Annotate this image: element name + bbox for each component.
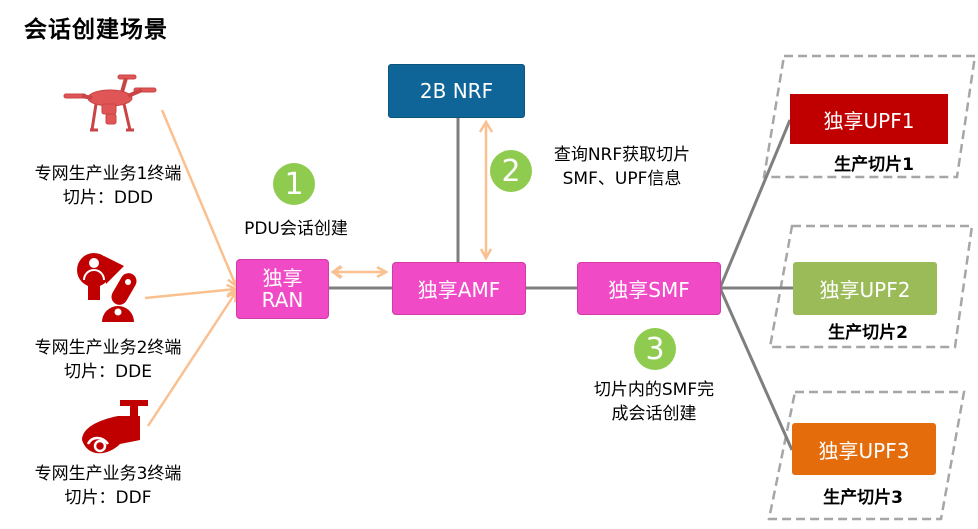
step-1-text: PDU会话创建 — [244, 219, 348, 239]
upf3-label: 独享UPF3 — [818, 438, 910, 463]
step-2-text-line2: SMF、UPF信息 — [562, 169, 682, 189]
upf3-node[interactable]: 独享UPF3 — [792, 423, 936, 475]
step-3-badge: 3 — [634, 328, 676, 370]
ran-node-line2: RAN — [261, 288, 304, 312]
link-smf-upf3 — [718, 287, 794, 451]
step-1-badge: 1 — [273, 163, 315, 205]
security-camera-icon — [78, 400, 148, 464]
step-3-text: 切片内的SMF完 成会话创建 — [566, 378, 742, 426]
amf-node-label: 独享AMF — [417, 278, 501, 302]
terminal-1-slice: 切片：DDD — [62, 188, 154, 208]
step-3-text-line2: 成会话创建 — [611, 404, 697, 424]
upf2-label: 独享UPF2 — [819, 278, 911, 302]
slice-1-boundary — [762, 54, 977, 179]
nrf-node[interactable]: 2B NRF — [388, 64, 525, 118]
terminal-2-slice: 切片：DDE — [64, 362, 152, 382]
slice-1-label: 生产切片1 — [834, 155, 914, 175]
nrf-node-label: 2B NRF — [419, 79, 494, 103]
arrow-head-ran — [330, 265, 342, 279]
ran-node-line1: 独享 — [262, 266, 303, 290]
amf-node[interactable]: 独享AMF — [392, 262, 526, 315]
robot-arm-icon — [76, 250, 146, 326]
upf2-node[interactable]: 独享UPF2 — [793, 262, 937, 315]
arrow-terminal3-ran — [146, 292, 236, 427]
slice-3-label: 生产切片3 — [823, 488, 903, 508]
arrow-head-nrf — [478, 119, 494, 133]
terminal-2-label: 专网生产业务2终端 切片：DDE — [8, 336, 208, 384]
terminal-3-name: 专网生产业务3终端 — [34, 464, 182, 484]
arrow-terminal1-ran — [160, 109, 236, 286]
link-smf-upf1 — [718, 119, 792, 289]
page-title: 会话创建场景 — [24, 17, 168, 43]
smf-node-label: 独享SMF — [608, 278, 690, 302]
slice-2-boundary — [768, 224, 974, 349]
slice-2-label: 生产切片2 — [828, 323, 908, 343]
slice-3-boundary — [767, 390, 966, 521]
drone-icon — [62, 70, 158, 148]
upf1-label: 独享UPF1 — [823, 108, 915, 133]
terminal-1-name: 专网生产业务1终端 — [34, 164, 182, 184]
terminal-3-label: 专网生产业务3终端 切片：DDF — [8, 462, 208, 510]
step-3-text-line1: 切片内的SMF完 — [593, 380, 715, 400]
terminal-3-slice: 切片：DDF — [64, 488, 152, 508]
smf-node[interactable]: 独享SMF — [577, 262, 721, 315]
step-2-text-line1: 查询NRF获取切片 — [553, 145, 691, 165]
terminal-1-label: 专网生产业务1终端 切片：DDD — [8, 162, 208, 210]
upf1-node[interactable]: 独享UPF1 — [790, 94, 948, 144]
step-2-text: 查询NRF获取切片 SMF、UPF信息 — [530, 143, 714, 191]
ran-node[interactable]: 独享 RAN — [236, 259, 329, 319]
step-2-badge: 2 — [490, 150, 532, 192]
terminal-2-name: 专网生产业务2终端 — [34, 338, 182, 358]
arrow-terminal2-ran — [144, 289, 236, 300]
